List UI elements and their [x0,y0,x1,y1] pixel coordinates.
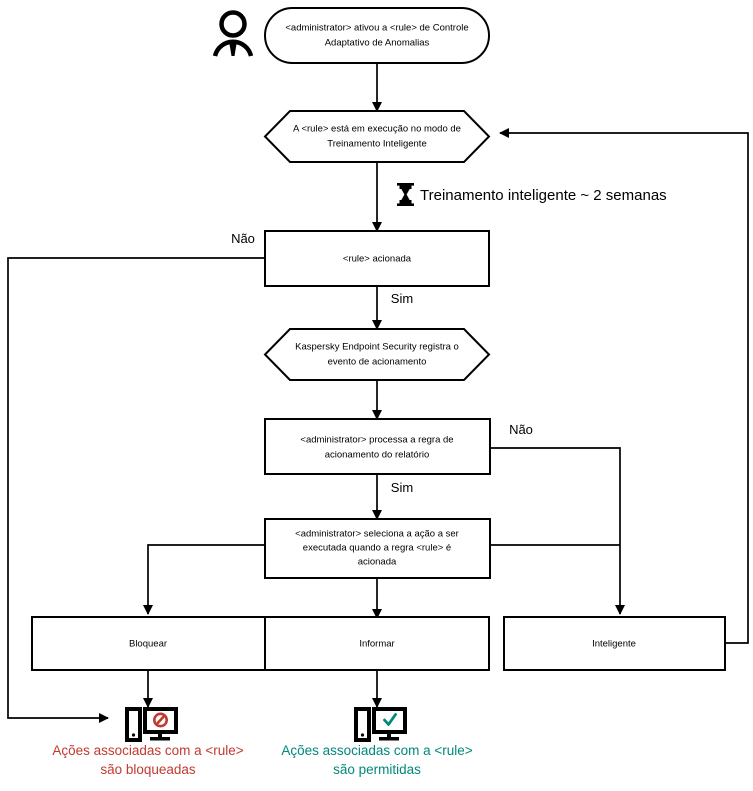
node-action-smart-label: Inteligente [592,639,636,650]
node-action-block: Bloquear [31,616,266,671]
edge-no-admin-to-smart [490,447,626,616]
node-rule-triggered: <rule> acionada [264,230,490,287]
terminal-blocked-line-2: são bloqueadas [100,762,196,777]
node-action-inform-label: Informar [359,639,394,650]
node-admin-processes-line-1: <administrator> processa a regra de [300,435,453,446]
administrator-person-icon [212,10,254,57]
node-kes-logs-event: Kaspersky Endpoint Security registra o e… [263,328,491,381]
edge-label-no-admin: Não [509,422,533,437]
node-admin-selects-line-3: acionada [358,557,397,568]
node-training-mode: A <rule> está em execução no modo de Tre… [263,110,491,163]
node-kes-line-2: evento de acionamento [328,357,427,368]
note-smart-training-duration: Treinamento inteligente ~ 2 semanas [397,183,667,206]
note-text: Treinamento inteligente ~ 2 semanas [420,187,667,204]
node-kes-line-1: Kaspersky Endpoint Security registra o [295,342,459,353]
node-action-smart: Inteligente [503,616,726,671]
node-action-inform: Informar [264,616,490,671]
node-admin-selects-line-1: <administrator> seleciona a ação a ser [295,529,459,540]
node-action-block-label: Bloquear [129,639,167,650]
monitor-allowed-icon [354,707,407,742]
hourglass-icon [397,183,414,206]
node-training-line-1: A <rule> está em execução no modo de [293,124,461,135]
monitor-blocked-icon [125,707,178,742]
edge-label-no-rule: Não [231,231,255,246]
edge-label-yes-rule: Sim [391,291,413,306]
terminal-allowed-line-2: são permitidas [333,762,421,777]
terminal-blocked-line-1: Ações associadas com a <rule> [52,743,243,758]
node-start-line-2: Adaptativo de Anomalias [325,38,430,49]
node-start: <administrator> ativou a <rule> de Contr… [264,7,490,64]
node-start-line-1: <administrator> ativou a <rule> de Contr… [285,23,468,34]
node-rule-triggered-label: <rule> acionada [343,254,412,265]
edge-select-to-block [142,544,265,616]
edge-no-rule-not-triggered [7,257,265,724]
edge-smart-feedback-loop [498,127,749,644]
terminal-allowed-line-1: Ações associadas com a <rule> [281,743,472,758]
node-training-line-2: Treinamento Inteligente [327,139,426,150]
node-admin-selects-line-2: executada quando a regra <rule> é [303,543,451,554]
node-admin-processes-line-2: acionamento do relatório [325,450,430,461]
edge-label-yes-admin: Sim [391,480,413,495]
node-admin-processes-rule: <administrator> processa a regra de acio… [264,418,491,475]
node-admin-selects-action: <administrator> seleciona a ação a ser e… [264,518,491,579]
